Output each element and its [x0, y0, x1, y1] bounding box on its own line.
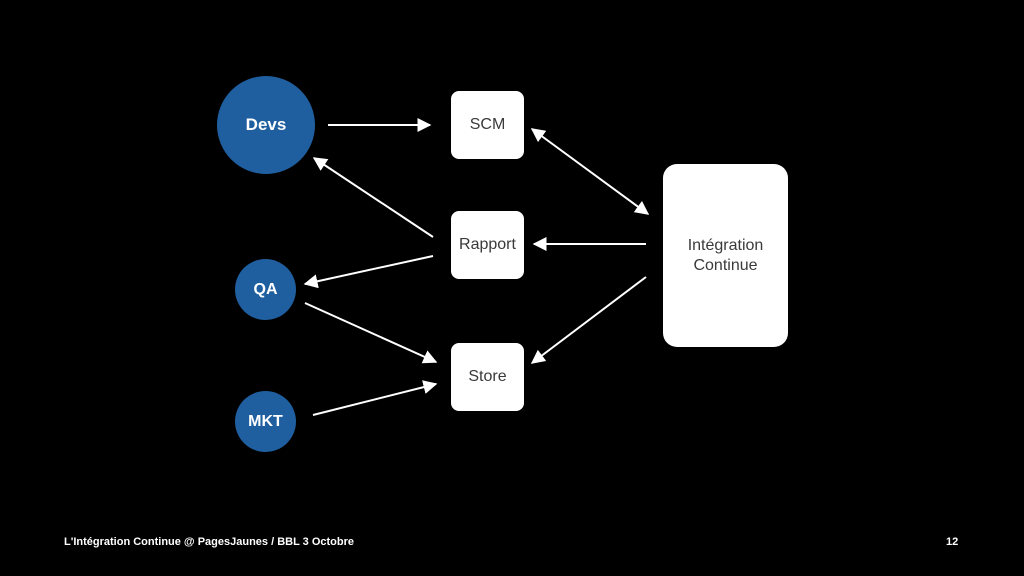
arrow-mkt-to-store [312, 380, 438, 416]
devs-node: Devs [217, 76, 315, 174]
qa-node: QA [235, 259, 296, 320]
page-number: 12 [946, 536, 959, 548]
arrow-rapport-to-qa [303, 255, 434, 289]
arrow-rapport-to-devs [312, 157, 434, 238]
store-label: Store [468, 368, 507, 385]
store-node: Store [451, 343, 524, 411]
devs-label: Devs [245, 115, 287, 134]
arrow-scm-ci-bidirectional [530, 128, 650, 215]
ci-label-line2: Continue [693, 256, 758, 274]
mkt-node: MKT [235, 391, 296, 452]
scm-label: SCM [469, 116, 506, 133]
qa-label: QA [253, 280, 278, 298]
arrow-qa-to-store [304, 302, 438, 364]
mkt-label: MKT [248, 412, 283, 430]
footer-title: L'Intégration Continue @ PagesJaunes / B… [64, 536, 355, 548]
arrow-ci-to-store [530, 276, 647, 364]
scm-node: SCM [451, 91, 524, 159]
rapport-label: Rapport [459, 236, 516, 253]
integration-continue-node: Intégration Continue [663, 164, 788, 347]
ci-label-line1: Intégration [687, 236, 764, 254]
rapport-node: Rapport [451, 211, 524, 279]
